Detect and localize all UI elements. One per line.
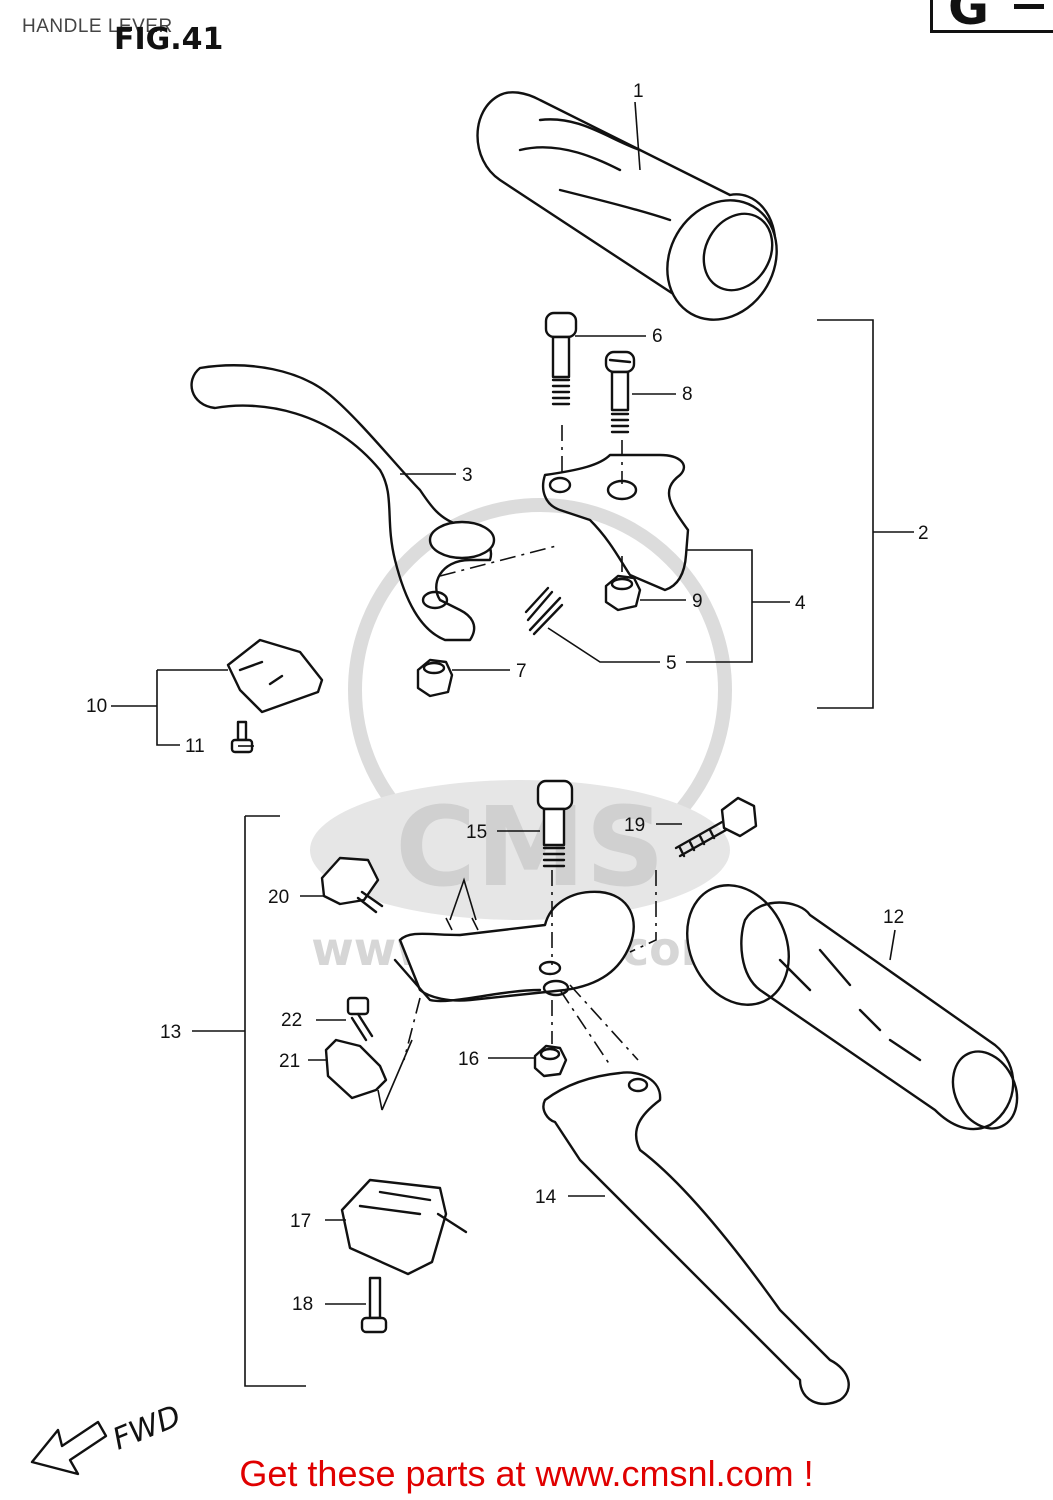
part-clutch-holder	[393, 890, 635, 1003]
section-dash	[1014, 4, 1044, 9]
part-nut-7	[416, 658, 454, 698]
callout-16: 16	[458, 1049, 479, 1070]
callout-21: 21	[279, 1051, 300, 1072]
callout-8: 8	[682, 384, 693, 405]
callout-3: 3	[462, 465, 473, 486]
part-screw-22	[346, 996, 374, 1042]
part-grip-left	[686, 884, 1019, 1131]
part-switch-10	[226, 638, 324, 714]
part-adjuster-20	[320, 856, 384, 914]
watermark-logo-text: CMS	[395, 783, 664, 911]
callout-14: 14	[535, 1187, 557, 1208]
part-bolt-6	[544, 311, 578, 406]
callout-11: 11	[185, 736, 205, 757]
section-letter: G	[948, 0, 990, 36]
watermark-logo: CMS www.cmsnl.com	[310, 498, 732, 976]
footer-link-text[interactable]: Get these parts at www.cmsnl.com !	[239, 1453, 814, 1494]
part-bolt-15	[536, 779, 574, 868]
callout-9: 9	[692, 591, 703, 612]
part-nut-16	[533, 1044, 568, 1078]
section-title: HANDLE LEVER	[22, 16, 173, 37]
part-bolt-8	[604, 350, 636, 434]
callout-labels: 1 2 3 4 5 6 7 8 9 10 11 12 13 14 15 16 1…	[86, 81, 929, 1315]
callout-13: 13	[160, 1022, 181, 1043]
section-corner-box	[930, 0, 1053, 33]
callout-1: 1	[633, 81, 644, 102]
part-grip-throttle	[476, 91, 778, 321]
callout-10: 10	[86, 696, 107, 717]
callout-19: 19	[624, 815, 645, 836]
figure-title: FIG.41	[114, 22, 224, 57]
callout-22: 22	[281, 1010, 302, 1031]
part-nut-9	[604, 574, 642, 612]
callout-17: 17	[290, 1211, 311, 1232]
callout-12: 12	[883, 907, 904, 928]
part-screw-11	[230, 720, 254, 754]
callout-4: 4	[795, 593, 806, 614]
part-screw-18	[360, 1276, 388, 1334]
part-bolt-19	[674, 796, 758, 858]
callout-18: 18	[292, 1294, 313, 1315]
callout-15: 15	[466, 822, 487, 843]
callout-6: 6	[652, 326, 663, 347]
callout-7: 7	[516, 661, 527, 682]
part-spring	[524, 586, 564, 636]
part-cover-21	[324, 1038, 388, 1100]
callout-20: 20	[268, 887, 289, 908]
callout-2: 2	[918, 523, 929, 544]
callout-5: 5	[666, 653, 677, 674]
part-switch-17	[340, 1178, 468, 1276]
part-clutch-lever	[542, 1071, 850, 1406]
forward-label: FWD	[108, 1399, 186, 1458]
part-brake-lever	[190, 364, 496, 642]
forward-arrow-icon	[30, 1420, 108, 1476]
